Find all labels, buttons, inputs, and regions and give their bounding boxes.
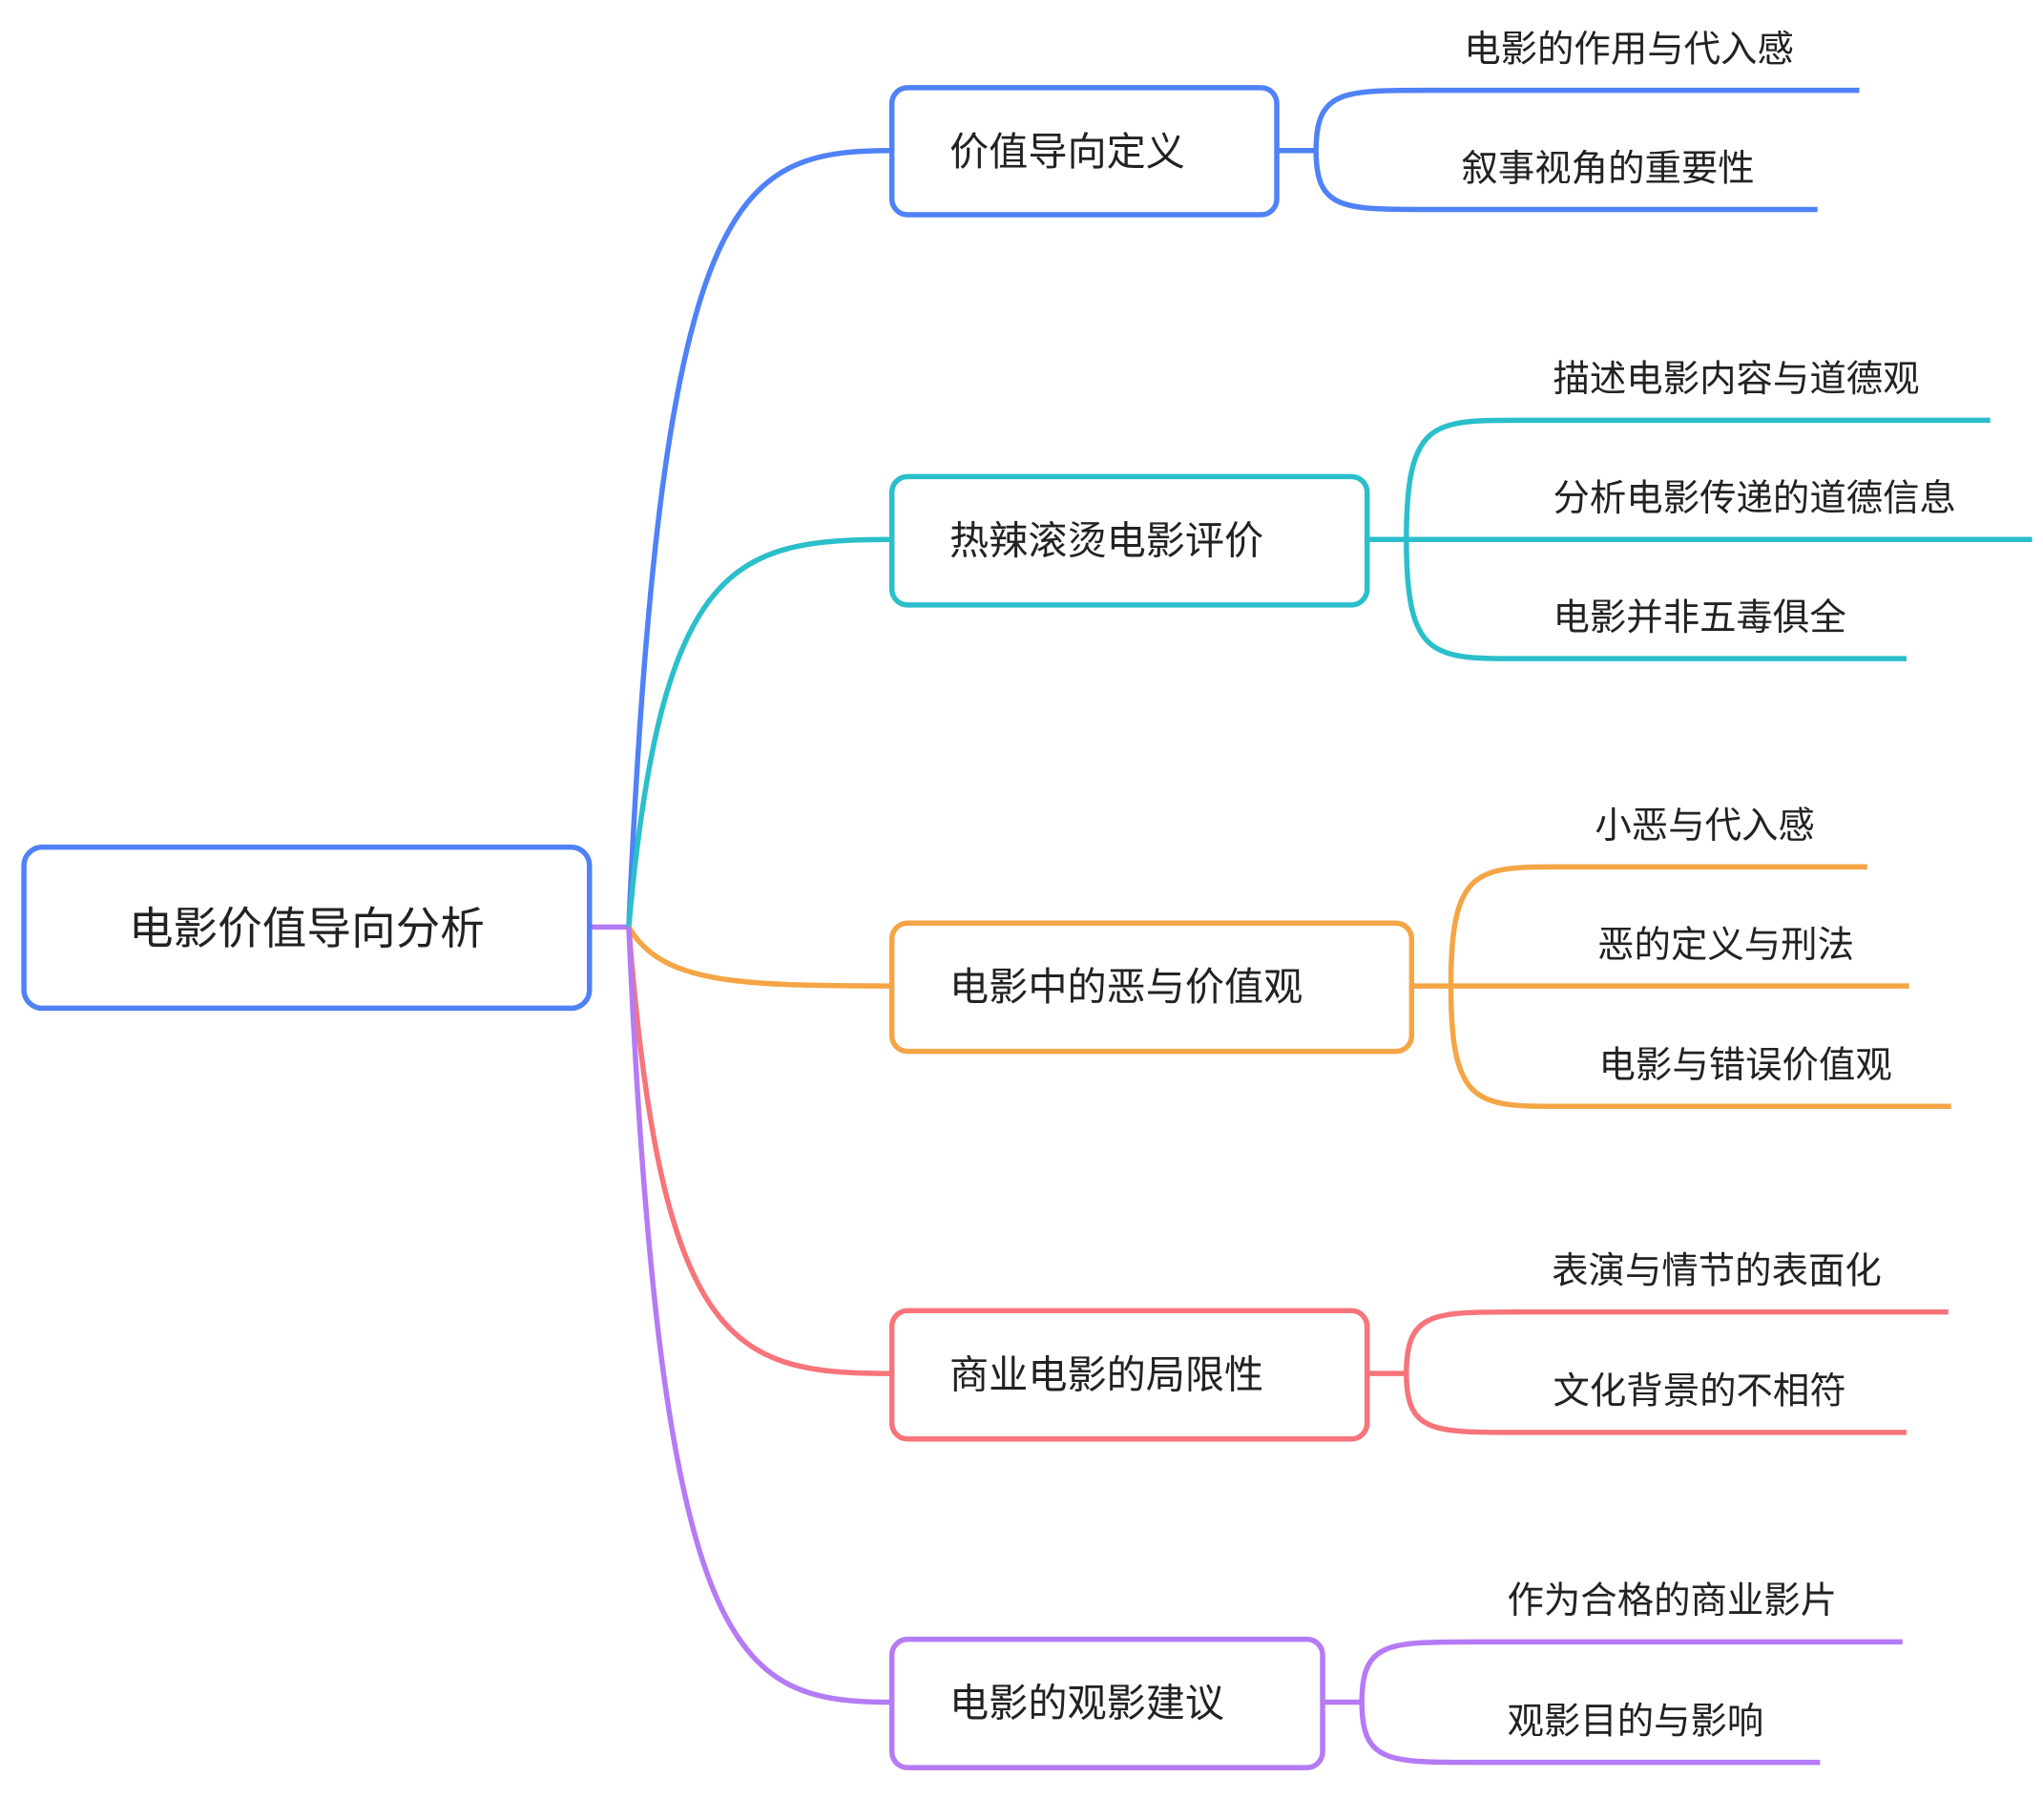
root-label: 电影价值导向分析 — [129, 903, 485, 954]
branch-label: 商业电影的局限性 — [949, 1351, 1263, 1397]
leaf-label[interactable]: 描述电影内容与道德观 — [1553, 358, 1920, 401]
branch-edge — [626, 925, 892, 989]
leaf-label[interactable]: 电影并非五毒俱全 — [1553, 596, 1846, 639]
leaf-label[interactable]: 恶的定义与刑法 — [1597, 924, 1854, 967]
leaf-edge — [1359, 1639, 1903, 1703]
leaf-edge — [1359, 1702, 1821, 1766]
root-node[interactable]: 电影价值导向分析 — [21, 844, 593, 1012]
branch-node[interactable]: 热辣滚烫电影评价 — [888, 473, 1370, 608]
leaf-edge — [1313, 87, 1860, 151]
branch-label: 电影的观影建议 — [949, 1681, 1224, 1726]
branch-label: 价值导向定义 — [949, 129, 1185, 175]
nodes: 电影价值导向分析 价值导向定义 电影的作用与代入感叙事视角的重要性热辣滚烫电影评价… — [21, 28, 1956, 1770]
branch-edge — [626, 148, 892, 928]
branch-edge — [626, 927, 892, 1705]
leaf-edge — [1404, 1308, 1949, 1374]
leaf-edge — [1404, 417, 1991, 540]
branch-label: 电影中的恶与价值观 — [949, 964, 1303, 1010]
branch-node[interactable]: 电影中的恶与价值观 — [888, 920, 1415, 1055]
leaf-label[interactable]: 观影目的与影响 — [1507, 1700, 1763, 1743]
leaf-label[interactable]: 电影的作用与代入感 — [1464, 28, 1794, 71]
branch-edge — [626, 536, 892, 928]
leaf-label[interactable]: 表演与情节的表面化 — [1552, 1250, 1882, 1293]
leaf-edge — [1313, 150, 1818, 213]
branch-node[interactable]: 价值导向定义 — [888, 85, 1280, 218]
branch-edge — [626, 927, 892, 1376]
branch-node[interactable]: 商业电影的局限性 — [888, 1307, 1370, 1442]
leaf-label[interactable]: 文化背景的不相符 — [1553, 1370, 1846, 1413]
branch-label: 热辣滚烫电影评价 — [949, 517, 1263, 563]
leaf-label[interactable]: 作为合格的商业影片 — [1507, 1579, 1837, 1622]
leaf-label[interactable]: 叙事视角的重要性 — [1461, 147, 1754, 190]
edges — [589, 87, 2033, 1766]
leaf-edge — [1448, 864, 1867, 987]
leaf-label[interactable]: 电影与错误价值观 — [1599, 1044, 1892, 1087]
leaf-edge — [1404, 1373, 1907, 1435]
leaf-edge — [1404, 539, 1907, 661]
leaf-edge — [1448, 986, 1951, 1110]
leaf-label[interactable]: 分析电影传递的道德信息 — [1553, 477, 1956, 520]
leaf-label[interactable]: 小恶与代入感 — [1595, 805, 1814, 847]
branch-node[interactable]: 电影的观影建议 — [888, 1636, 1325, 1770]
